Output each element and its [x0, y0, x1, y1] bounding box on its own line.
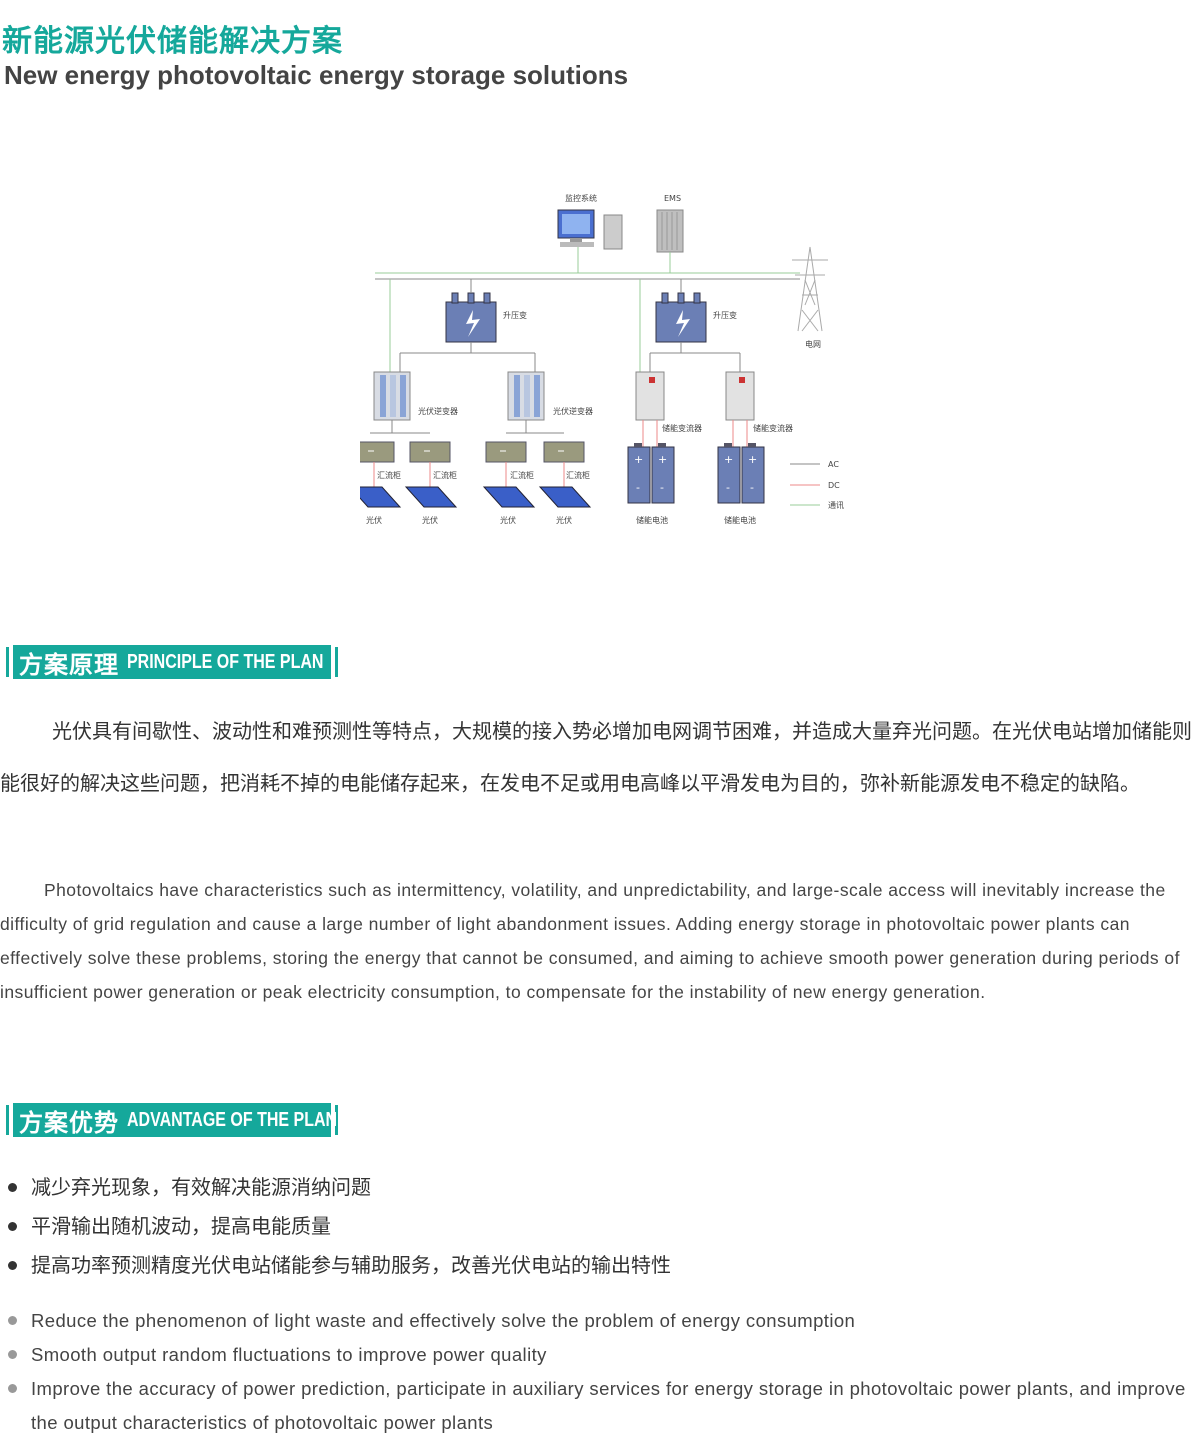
bullet-icon	[8, 1384, 17, 1393]
combiner-2-label: 汇流柜	[433, 470, 457, 480]
ems-label: EMS	[664, 194, 681, 203]
system-diagram: 监控系统 EMS 电网 升压变	[360, 193, 844, 525]
advantage-heading-en: ADVANTAGE OF THE PLAN	[127, 1108, 338, 1131]
battery-2-minus: -	[726, 481, 730, 494]
pv-inverter-1-icon	[373, 371, 411, 421]
battery-2-minus-2: -	[750, 481, 754, 494]
battery-2-label: 储能电池	[724, 515, 756, 525]
legend-comm: 通讯	[828, 500, 844, 510]
list-item-text: 减少弃光现象，有效解决能源消纳问题	[31, 1175, 371, 1199]
page-title: 新能源光伏储能解决方案	[2, 24, 343, 59]
pcs-2-icon	[725, 371, 755, 421]
combiner-3-label: 汇流柜	[510, 470, 534, 480]
solar-panel-1-icon	[360, 486, 402, 508]
battery-1-plus: +	[634, 453, 643, 466]
battery-2-icon	[717, 443, 765, 504]
pv-1-label: 光伏	[366, 515, 382, 525]
pcs-1-icon	[635, 371, 665, 421]
list-item-text: Reduce the phenomenon of light waste and…	[31, 1310, 856, 1331]
transformer-right-icon	[655, 292, 707, 343]
list-item-text: Smooth output random fluctuations to imp…	[31, 1344, 547, 1365]
pcs-2-label: 储能变流器	[753, 423, 793, 433]
bullet-icon	[8, 1350, 17, 1359]
principle-text-cn: 光伏具有间歇性、波动性和难预测性等特点，大规模的接入势必增加电网调节困难，并造成…	[0, 719, 1192, 795]
legend-ac: AC	[828, 460, 839, 469]
pv-3-label: 光伏	[500, 515, 516, 525]
principle-heading-cn: 方案原理	[19, 650, 119, 679]
advantage-list-en: Reduce the phenomenon of light waste and…	[8, 1304, 1188, 1440]
heading-box: 方案原理 PRINCIPLE OF THE PLAN	[13, 645, 331, 679]
battery-2-plus: +	[724, 453, 733, 466]
bullet-icon	[8, 1316, 17, 1325]
list-item: Improve the accuracy of power prediction…	[8, 1372, 1188, 1440]
grid-label: 电网	[805, 339, 821, 349]
combiner-4-icon	[543, 441, 585, 463]
pv-4-label: 光伏	[556, 515, 572, 525]
monitoring-label: 监控系统	[565, 193, 597, 203]
list-item: Reduce the phenomenon of light waste and…	[8, 1304, 1188, 1338]
transformer-left-icon	[445, 292, 497, 343]
combiner-1-label: 汇流柜	[377, 470, 401, 480]
pv-inverter-2-icon	[507, 371, 545, 421]
transformer-right-label: 升压变	[713, 310, 737, 320]
list-item-text: 平滑输出随机波动，提高电能质量	[31, 1214, 331, 1238]
list-item: 平滑输出随机波动，提高电能质量	[8, 1207, 671, 1246]
battery-1-icon	[627, 443, 675, 504]
bullet-icon	[8, 1222, 17, 1231]
battery-2-plus-2: +	[748, 453, 757, 466]
transformer-left-label: 升压变	[503, 310, 527, 320]
grid-tower-icon	[792, 246, 828, 332]
principle-heading-en: PRINCIPLE OF THE PLAN	[127, 650, 324, 673]
pv-inverter-1-label: 光伏逆变器	[418, 406, 458, 416]
solar-panel-4-icon	[538, 486, 592, 508]
pv-2-label: 光伏	[422, 515, 438, 525]
battery-1-minus: -	[636, 481, 640, 494]
combiner-4-label: 汇流柜	[566, 470, 590, 480]
combiner-1-icon	[360, 441, 395, 463]
list-item: 减少弃光现象，有效解决能源消纳问题	[8, 1168, 671, 1207]
list-item: Smooth output random fluctuations to imp…	[8, 1338, 1188, 1372]
pcs-1-label: 储能变流器	[662, 423, 702, 433]
pv-inverter-2-label: 光伏逆变器	[553, 406, 593, 416]
advantage-heading: 方案优势 ADVANTAGE OF THE PLAN	[6, 1103, 338, 1137]
list-item: 提高功率预测精度光伏电站储能参与辅助服务，改善光伏电站的输出特性	[8, 1246, 671, 1285]
combiner-3-icon	[485, 441, 527, 463]
computer-icon	[557, 209, 623, 250]
list-item-text: 提高功率预测精度光伏电站储能参与辅助服务，改善光伏电站的输出特性	[31, 1253, 671, 1277]
heading-bar-left	[6, 1105, 9, 1135]
ems-cabinet-icon	[656, 209, 684, 253]
heading-bar-right	[335, 1105, 338, 1135]
combiner-2-icon	[409, 441, 451, 463]
principle-heading: 方案原理 PRINCIPLE OF THE PLAN	[6, 645, 338, 679]
battery-1-label: 储能电池	[636, 515, 668, 525]
solar-panel-2-icon	[404, 486, 458, 508]
page-subtitle: New energy photovoltaic energy storage s…	[4, 60, 629, 90]
bullet-icon	[8, 1261, 17, 1270]
legend-dc: DC	[828, 481, 840, 490]
battery-1-minus-2: -	[660, 481, 664, 494]
advantage-heading-cn: 方案优势	[19, 1108, 119, 1137]
battery-1-plus-2: +	[658, 453, 667, 466]
heading-bar-left	[6, 647, 9, 677]
bullet-icon	[8, 1183, 17, 1192]
solar-panel-3-icon	[482, 486, 536, 508]
heading-bar-right	[335, 647, 338, 677]
advantage-list-cn: 减少弃光现象，有效解决能源消纳问题 平滑输出随机波动，提高电能质量 提高功率预测…	[8, 1168, 671, 1285]
principle-text-en: Photovoltaics have characteristics such …	[0, 880, 1180, 1002]
heading-box: 方案优势 ADVANTAGE OF THE PLAN	[13, 1103, 338, 1137]
list-item-text: Improve the accuracy of power prediction…	[31, 1378, 1186, 1433]
